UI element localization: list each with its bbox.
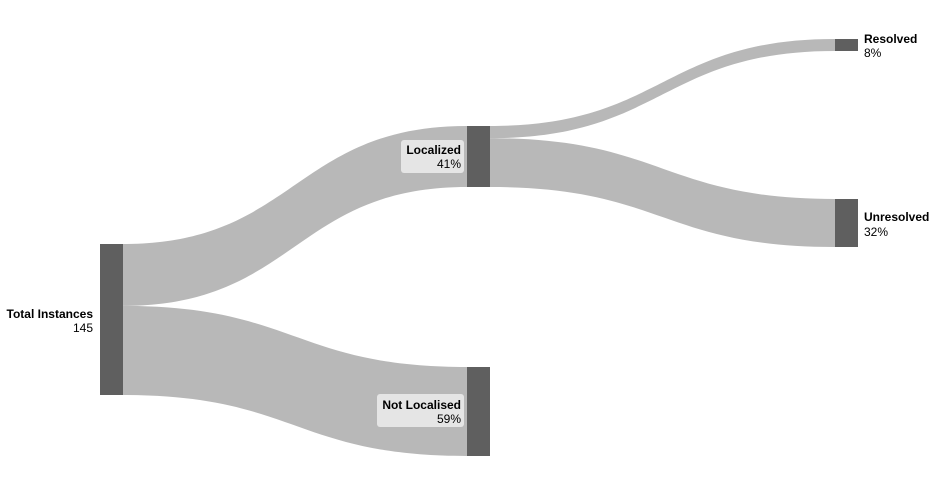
link-localized-to-unresolved [490, 138, 835, 247]
node-value-total: 145 [73, 321, 93, 335]
node-resolved [835, 39, 858, 51]
node-localized [467, 126, 490, 187]
label-box-not-localised [377, 394, 464, 427]
node-value-resolved: 8% [864, 46, 882, 60]
link-total-to-localized [123, 126, 467, 306]
node-total [100, 244, 123, 395]
link-localized-to-resolved [490, 39, 835, 139]
node-label-not-localised: Not Localised 59% [377, 394, 464, 427]
node-name-total: Total Instances [7, 307, 94, 321]
node-value-localized: 41% [437, 157, 461, 171]
node-label-unresolved: Unresolved 32% [864, 210, 929, 239]
node-not-localised [467, 367, 490, 456]
label-box-localized [401, 140, 464, 173]
node-label-resolved: Resolved 8% [864, 32, 917, 60]
node-value-not-localised: 59% [437, 412, 461, 426]
node-unresolved [835, 199, 858, 247]
node-value-unresolved: 32% [864, 225, 888, 239]
node-name-resolved: Resolved [864, 32, 917, 46]
link-total-to-not-localised [123, 305, 467, 456]
node-name-not-localised: Not Localised [382, 398, 461, 412]
node-name-localized: Localized [406, 143, 461, 157]
node-label-total: Total Instances 145 [7, 307, 94, 335]
node-name-unresolved: Unresolved [864, 210, 929, 224]
node-label-localized: Localized 41% [401, 140, 464, 173]
